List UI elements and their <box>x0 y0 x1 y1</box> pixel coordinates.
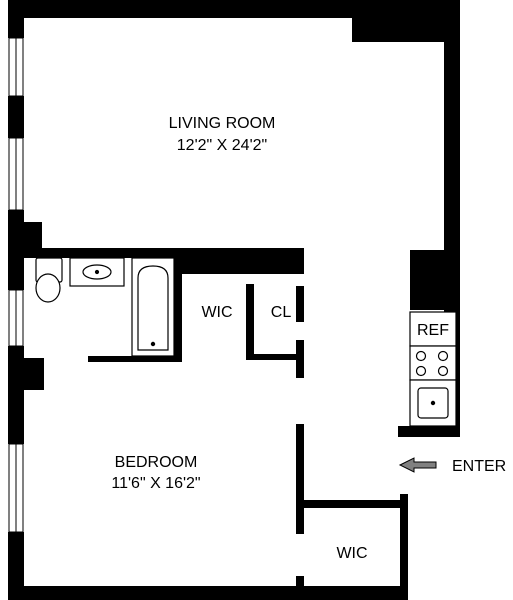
cl-right-stub <box>296 286 304 322</box>
wic-lower-top-wall <box>296 500 408 508</box>
bottom-wall <box>8 586 408 600</box>
bedroom-right-wall <box>296 424 304 534</box>
bathroom-fixtures <box>35 257 175 357</box>
left-wall-5 <box>8 532 24 600</box>
kitchen-bottom-wall <box>398 426 460 437</box>
kitchen-column <box>410 250 460 310</box>
bath-bottom-wall <box>88 356 182 362</box>
stove-icon <box>409 345 457 381</box>
corner-column <box>352 0 458 42</box>
bathtub-icon <box>131 257 175 357</box>
left-wall-2 <box>8 96 24 138</box>
kitchen-fixtures <box>409 311 457 427</box>
sink-icon <box>69 257 125 287</box>
wic-lower-label: WIC <box>336 545 367 562</box>
top-wall <box>8 0 458 18</box>
walls <box>8 0 460 600</box>
wic-upper-label: WIC <box>201 304 232 321</box>
left-wall-1 <box>8 0 24 38</box>
divider-block <box>176 248 304 274</box>
bedroom-name: BEDROOM <box>115 454 198 471</box>
toilet-icon <box>35 257 63 303</box>
bedroom-right-stub <box>296 576 304 588</box>
bedroom-size: 11'6" X 16'2" <box>111 475 200 492</box>
left-arrow-icon <box>398 457 437 473</box>
left-jog-upper <box>8 222 42 250</box>
wic-lower-right-wall <box>400 494 408 598</box>
bath-right-wall <box>174 258 182 362</box>
windows <box>8 37 24 533</box>
living-divider-wall <box>24 248 304 258</box>
left-jog-lower <box>8 358 44 390</box>
closet-label: CL <box>271 304 292 321</box>
refrigerator-label: REF <box>417 322 449 339</box>
cl-right-stub-2 <box>296 340 304 378</box>
refrigerator-icon <box>409 311 457 347</box>
wic-cl-partition <box>246 284 254 360</box>
kitchen-sink-icon <box>409 379 457 427</box>
living-room-name: LIVING ROOM <box>169 115 276 132</box>
enter-label: ENTER <box>452 458 506 475</box>
cl-bottom-wall <box>246 354 304 360</box>
living-room-size: 12'2" X 24'2" <box>177 137 267 154</box>
